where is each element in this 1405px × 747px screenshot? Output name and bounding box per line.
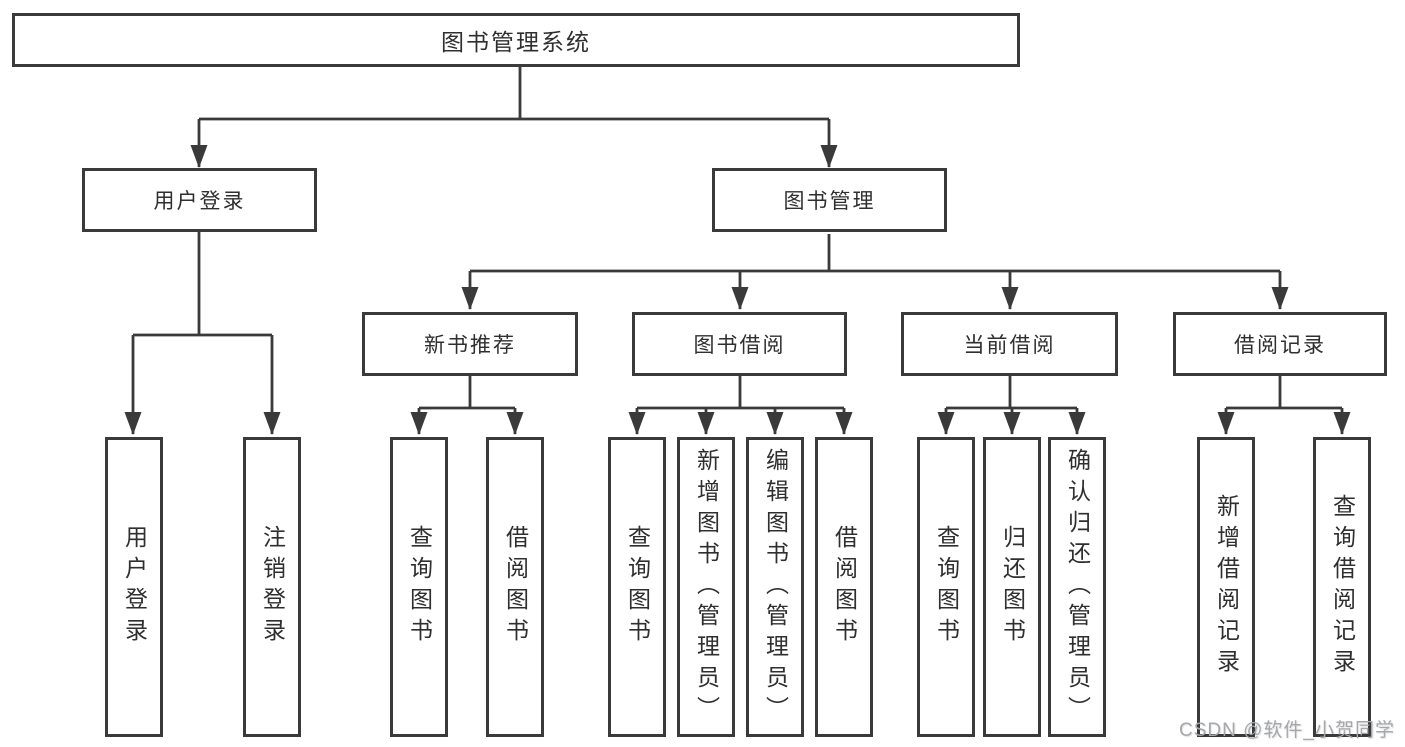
node-library-management-system: 图书管理系统 xyxy=(12,13,1020,67)
leaf-label: 查询借阅记录 xyxy=(1329,494,1356,680)
node-label: 新书推荐 xyxy=(424,334,516,357)
leaf-label: 查询图书 xyxy=(406,525,433,649)
leaf-query-book-2: 查询图书 xyxy=(608,437,666,737)
leaf-label: 用户登录 xyxy=(121,525,148,649)
csdn-watermark: CSDN @软件_小贺同学 xyxy=(1179,720,1395,741)
leaf-label: 查询图书 xyxy=(624,525,651,649)
node-label: 图书管理 xyxy=(783,190,876,213)
node-label: 图书借阅 xyxy=(693,334,786,357)
leaf-return-book: 归还图书 xyxy=(983,437,1041,737)
node-label: 用户登录 xyxy=(153,190,246,213)
leaf-label: 新增借阅记录 xyxy=(1213,494,1240,680)
leaf-label: 借阅图书 xyxy=(831,525,858,649)
leaf-logout: 注销登录 xyxy=(243,437,301,737)
node-borrow-record: 借阅记录 xyxy=(1173,312,1387,376)
leaf-query-book-1: 查询图书 xyxy=(390,437,448,737)
leaf-label: 新增图书（管理员） xyxy=(693,447,720,727)
node-book-borrow: 图书借阅 xyxy=(632,312,847,376)
leaf-label: 归还图书 xyxy=(999,525,1026,649)
leaf-label: 编辑图书（管理员） xyxy=(762,447,789,727)
node-new-book-recommend: 新书推荐 xyxy=(362,312,578,376)
leaf-query-book-3: 查询图书 xyxy=(917,437,975,737)
leaf-confirm-return-admin: 确认归还（管理员） xyxy=(1048,437,1106,737)
leaf-label: 借阅图书 xyxy=(502,525,529,649)
leaf-user-login: 用户登录 xyxy=(105,437,163,737)
node-book-management: 图书管理 xyxy=(712,168,947,232)
leaf-edit-book-admin: 编辑图书（管理员） xyxy=(746,437,804,737)
leaf-label: 确认归还（管理员） xyxy=(1064,447,1091,727)
leaf-label: 查询图书 xyxy=(933,525,960,649)
leaf-add-borrow-record: 新增借阅记录 xyxy=(1197,437,1255,737)
leaf-label: 注销登录 xyxy=(259,525,286,649)
leaf-query-borrow-record: 查询借阅记录 xyxy=(1313,437,1371,737)
node-label: 图书管理系统 xyxy=(441,29,591,55)
leaf-borrow-book-1: 借阅图书 xyxy=(486,437,544,737)
leaf-borrow-book-2: 借阅图书 xyxy=(815,437,873,737)
node-user-login: 用户登录 xyxy=(82,168,317,232)
leaf-add-book-admin: 新增图书（管理员） xyxy=(677,437,735,737)
node-label: 借阅记录 xyxy=(1234,334,1326,357)
node-label: 当前借阅 xyxy=(963,334,1056,357)
node-current-borrow: 当前借阅 xyxy=(901,312,1118,376)
